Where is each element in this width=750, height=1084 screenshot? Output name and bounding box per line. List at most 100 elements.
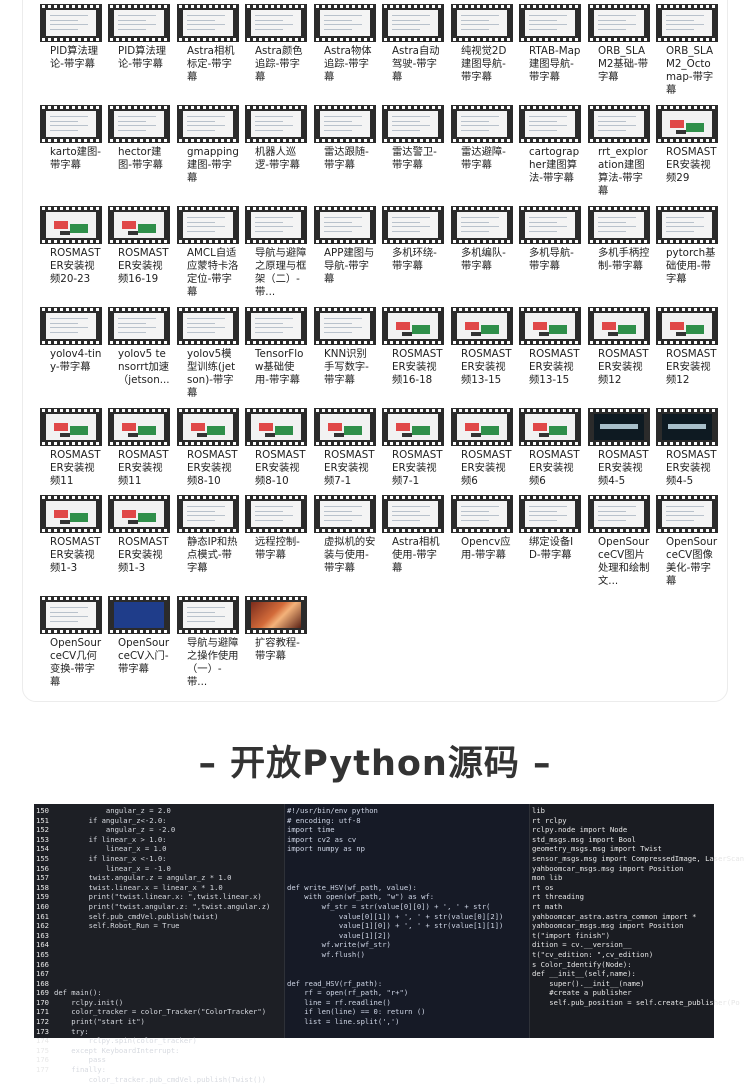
video-item[interactable]: APP建图与导航-带字幕: [314, 206, 376, 286]
video-item[interactable]: PID算法理论-带字幕: [108, 4, 170, 71]
video-item[interactable]: 纯视觉2D建图导航-带字幕: [451, 4, 513, 84]
video-item[interactable]: ROSMASTER安装视频6: [519, 408, 581, 488]
video-thumbnail[interactable]: [245, 307, 307, 345]
video-item[interactable]: 机器人巡逻-带字幕: [245, 105, 307, 172]
video-thumbnail[interactable]: [314, 307, 376, 345]
video-thumbnail[interactable]: [451, 105, 513, 143]
video-thumbnail[interactable]: [177, 307, 239, 345]
video-item[interactable]: yolov5模型训练(jetson)-带字幕: [177, 307, 239, 400]
video-thumbnail[interactable]: [588, 408, 650, 446]
video-thumbnail[interactable]: [177, 4, 239, 42]
video-thumbnail[interactable]: [588, 495, 650, 533]
video-item[interactable]: ROSMASTER安装视频12: [588, 307, 650, 387]
video-item[interactable]: AMCL自适应蒙特卡洛定位-带字幕: [177, 206, 239, 299]
video-thumbnail[interactable]: [314, 4, 376, 42]
video-thumbnail[interactable]: [656, 307, 718, 345]
video-item[interactable]: yolov4-tiny-带字幕: [40, 307, 102, 374]
video-thumbnail[interactable]: [588, 4, 650, 42]
video-item[interactable]: hector建图-带字幕: [108, 105, 170, 172]
video-item[interactable]: ROSMASTER安装视频7-1: [382, 408, 444, 488]
video-item[interactable]: karto建图-带字幕: [40, 105, 102, 172]
video-item[interactable]: 雷达避障-带字幕: [451, 105, 513, 172]
video-item[interactable]: 多机手柄控制-带字幕: [588, 206, 650, 273]
video-item[interactable]: ROSMASTER安装视频20-23: [40, 206, 102, 286]
video-thumbnail[interactable]: [108, 408, 170, 446]
video-thumbnail[interactable]: [245, 495, 307, 533]
video-thumbnail[interactable]: [519, 307, 581, 345]
video-item[interactable]: Astra相机使用-带字幕: [382, 495, 444, 575]
video-item[interactable]: 扩容教程-带字幕: [245, 596, 307, 663]
video-item[interactable]: ORB_SLAM2基础-带字幕: [588, 4, 650, 84]
video-thumbnail[interactable]: [656, 4, 718, 42]
video-thumbnail[interactable]: [108, 105, 170, 143]
video-thumbnail[interactable]: [519, 4, 581, 42]
video-item[interactable]: 多机编队-带字幕: [451, 206, 513, 273]
video-thumbnail[interactable]: [245, 4, 307, 42]
video-thumbnail[interactable]: [588, 105, 650, 143]
video-item[interactable]: 雷达跟随-带字幕: [314, 105, 376, 172]
video-thumbnail[interactable]: [245, 596, 307, 634]
video-thumbnail[interactable]: [40, 206, 102, 244]
video-thumbnail[interactable]: [177, 495, 239, 533]
video-item[interactable]: cartographer建图算法-带字幕: [519, 105, 581, 185]
video-thumbnail[interactable]: [314, 206, 376, 244]
video-thumbnail[interactable]: [314, 495, 376, 533]
video-item[interactable]: OpenSourceCV图像美化-带字幕: [656, 495, 718, 588]
video-item[interactable]: TensorFlow基础使用-带字幕: [245, 307, 307, 387]
video-thumbnail[interactable]: [382, 4, 444, 42]
video-thumbnail[interactable]: [108, 495, 170, 533]
video-item[interactable]: Astra相机标定-带字幕: [177, 4, 239, 84]
video-item[interactable]: ROSMASTER安装视频7-1: [314, 408, 376, 488]
video-item[interactable]: ROSMASTER安装视频13-15: [519, 307, 581, 387]
video-item[interactable]: ROSMASTER安装视频8-10: [245, 408, 307, 488]
video-item[interactable]: Astra颜色追踪-带字幕: [245, 4, 307, 84]
video-thumbnail[interactable]: [245, 206, 307, 244]
video-thumbnail[interactable]: [314, 408, 376, 446]
video-thumbnail[interactable]: [108, 4, 170, 42]
video-thumbnail[interactable]: [382, 307, 444, 345]
video-item[interactable]: Astra物体追踪-带字幕: [314, 4, 376, 84]
video-item[interactable]: ROSMASTER安装视频1-3: [108, 495, 170, 575]
video-item[interactable]: 导航与避障之原理与框架（二）-带...: [245, 206, 307, 299]
video-item[interactable]: Astra自动驾驶-带字幕: [382, 4, 444, 84]
video-thumbnail[interactable]: [451, 206, 513, 244]
video-thumbnail[interactable]: [382, 105, 444, 143]
video-item[interactable]: ROSMASTER安装视频8-10: [177, 408, 239, 488]
video-item[interactable]: ROSMASTER安装视频1-3: [40, 495, 102, 575]
video-item[interactable]: ROSMASTER安装视频29: [656, 105, 718, 185]
video-item[interactable]: 导航与避障之操作使用（一）-带...: [177, 596, 239, 689]
video-thumbnail[interactable]: [314, 105, 376, 143]
video-thumbnail[interactable]: [108, 596, 170, 634]
video-thumbnail[interactable]: [245, 408, 307, 446]
video-thumbnail[interactable]: [656, 495, 718, 533]
video-item[interactable]: RTAB-Map建图导航-带字幕: [519, 4, 581, 84]
video-item[interactable]: OpenSourceCV图片处理和绘制文...: [588, 495, 650, 588]
video-thumbnail[interactable]: [519, 206, 581, 244]
video-thumbnail[interactable]: [177, 408, 239, 446]
video-thumbnail[interactable]: [656, 206, 718, 244]
video-thumbnail[interactable]: [40, 408, 102, 446]
video-item[interactable]: pytorch基础使用-带字幕: [656, 206, 718, 286]
video-thumbnail[interactable]: [382, 495, 444, 533]
video-item[interactable]: 静态IP和热点模式-带字幕: [177, 495, 239, 575]
video-thumbnail[interactable]: [588, 307, 650, 345]
video-item[interactable]: ROSMASTER安装视频4-5: [588, 408, 650, 488]
video-thumbnail[interactable]: [177, 206, 239, 244]
video-item[interactable]: ROSMASTER安装视频6: [451, 408, 513, 488]
video-thumbnail[interactable]: [177, 105, 239, 143]
video-thumbnail[interactable]: [40, 105, 102, 143]
video-thumbnail[interactable]: [451, 495, 513, 533]
video-item[interactable]: OpenSourceCV几何变换-带字幕: [40, 596, 102, 689]
video-thumbnail[interactable]: [108, 307, 170, 345]
video-item[interactable]: ROSMASTER安装视频11: [40, 408, 102, 488]
video-item[interactable]: ORB_SLAM2_Octomap-带字幕: [656, 4, 718, 97]
video-thumbnail[interactable]: [519, 105, 581, 143]
video-item[interactable]: ROSMASTER安装视频4-5: [656, 408, 718, 488]
video-thumbnail[interactable]: [451, 408, 513, 446]
video-item[interactable]: 多机导航-带字幕: [519, 206, 581, 273]
video-item[interactable]: 雷达警卫-带字幕: [382, 105, 444, 172]
video-thumbnail[interactable]: [382, 408, 444, 446]
video-thumbnail[interactable]: [656, 105, 718, 143]
video-item[interactable]: 远程控制-带字幕: [245, 495, 307, 562]
video-item[interactable]: ROSMASTER安装视频11: [108, 408, 170, 488]
